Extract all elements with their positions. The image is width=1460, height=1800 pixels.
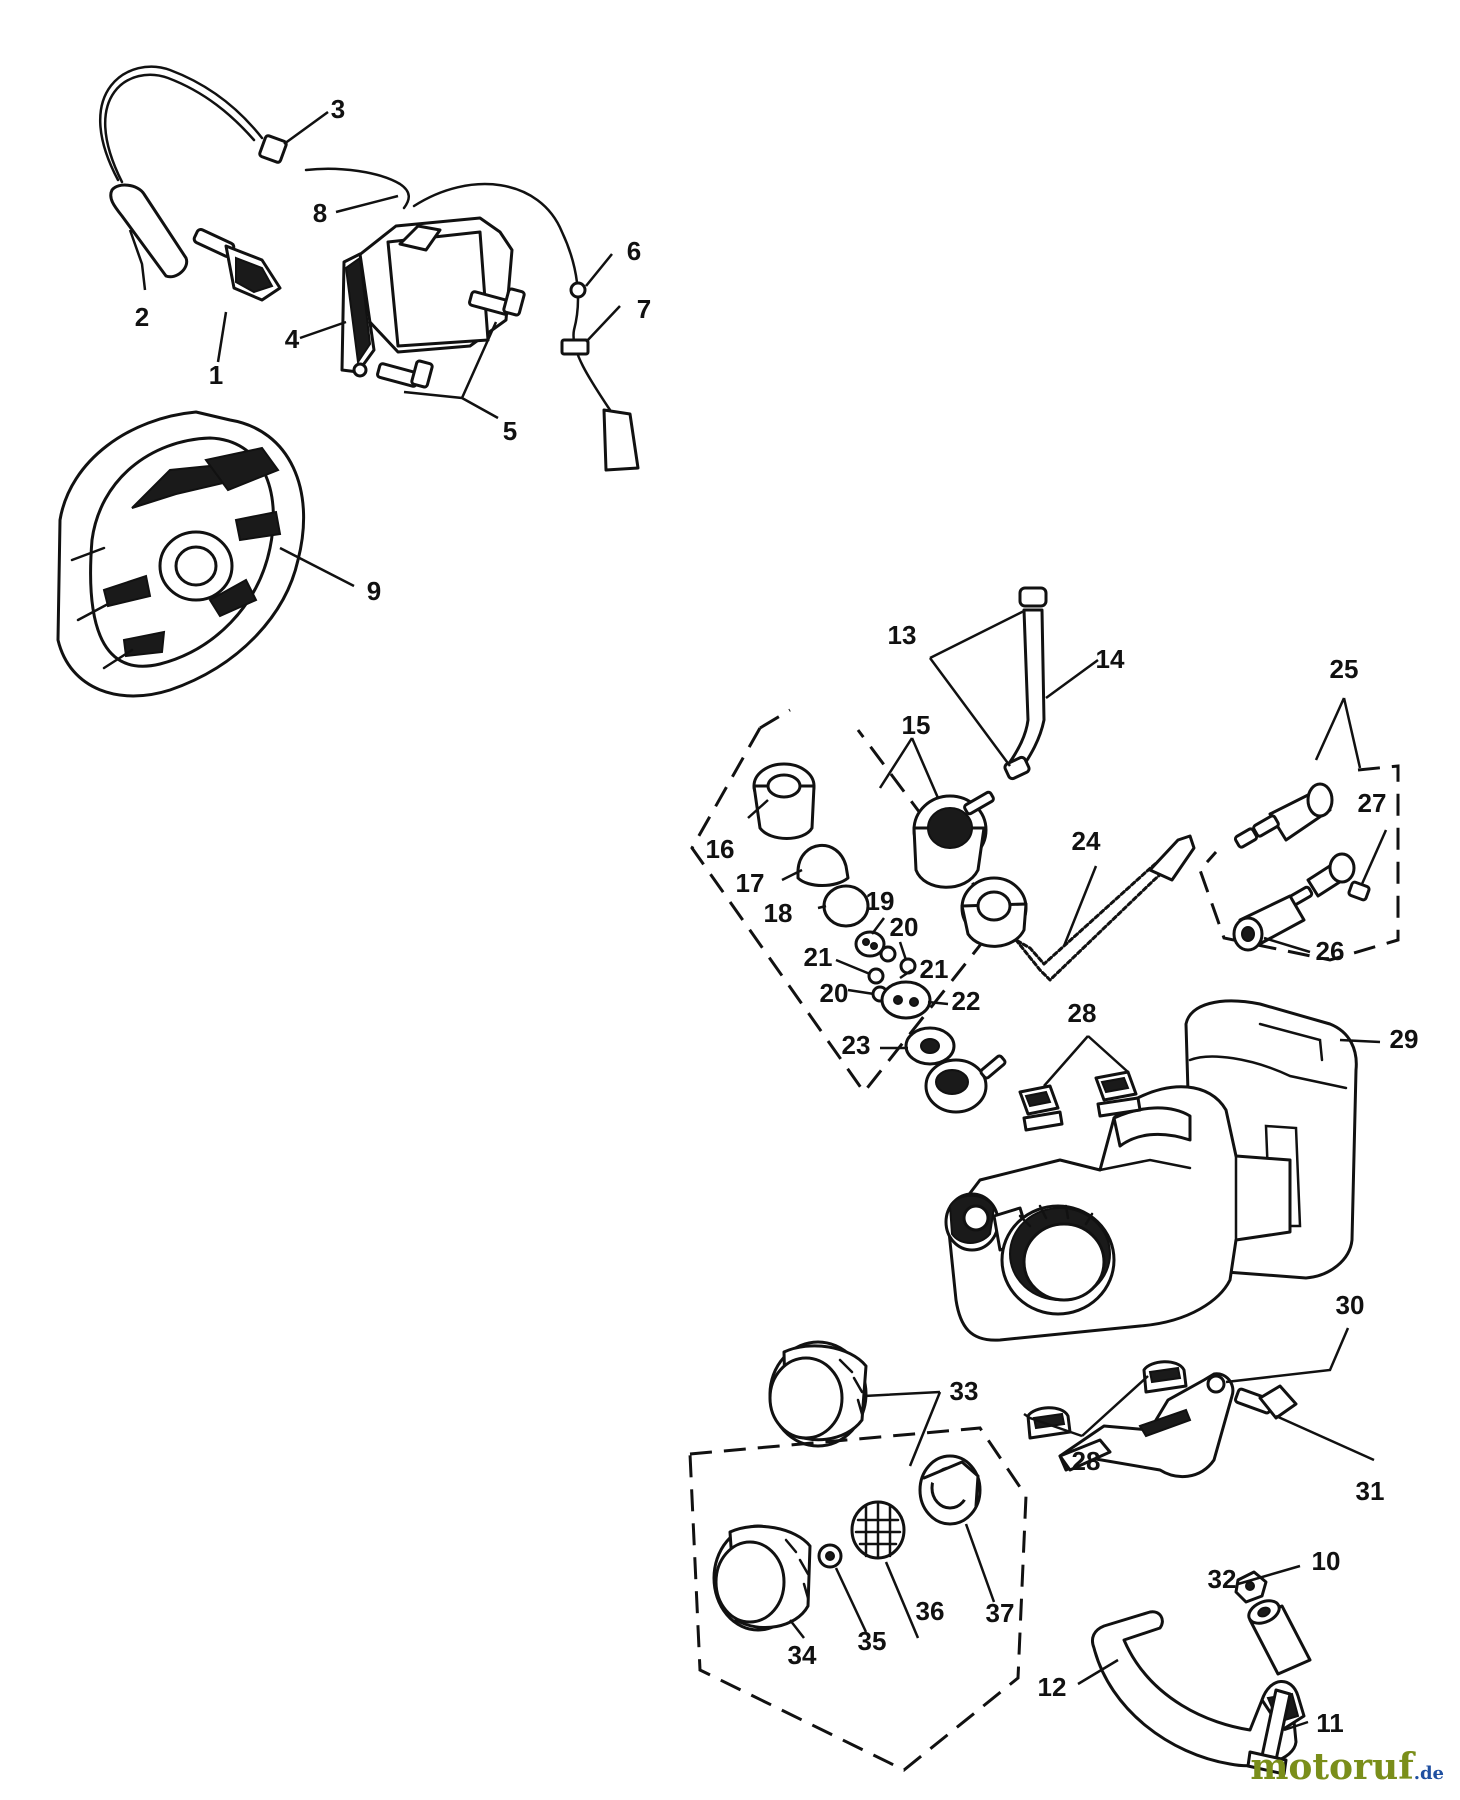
brand-watermark: motoruf.de <box>1250 1746 1444 1788</box>
part-labels: 1 2 3 4 5 6 7 8 9 10 11 12 13 14 15 16 1… <box>135 94 1419 1738</box>
part-number: 10 <box>1312 1546 1341 1576</box>
tank-bumper-lower-a <box>1142 1360 1188 1394</box>
valve-plate-lower <box>880 980 932 1020</box>
part-number: 36 <box>916 1596 945 1626</box>
part-number: 28 <box>1072 1446 1101 1476</box>
part-number: 27 <box>1358 788 1387 818</box>
part-number: 8 <box>313 198 327 228</box>
filter-clip <box>1347 880 1371 902</box>
primer-body <box>912 790 995 889</box>
part-number: 9 <box>367 576 381 606</box>
check-valve-a <box>879 945 897 963</box>
part-number: 21 <box>920 954 949 984</box>
part-number: 31 <box>1356 1476 1385 1506</box>
cap-kit-boundary <box>688 1426 1028 1772</box>
valve-plate-upper <box>854 930 886 958</box>
handle-spacer <box>1247 1599 1312 1676</box>
part-number: 2 <box>135 302 149 332</box>
filter-element <box>1232 894 1306 952</box>
hose-grommet-bottom <box>1003 755 1031 781</box>
coil-lead <box>304 167 410 210</box>
primer-bulb <box>796 844 850 887</box>
primer-cap <box>752 762 816 840</box>
coil-bolt-upper <box>468 287 526 317</box>
part-number: 12 <box>1038 1672 1067 1702</box>
bracket-screw <box>1234 1384 1298 1420</box>
part-number: 13 <box>888 620 917 650</box>
part-number: 32 <box>1208 1564 1237 1594</box>
ignition-coil <box>340 216 514 378</box>
cap-retainer <box>918 1454 982 1526</box>
check-valve-b <box>899 957 917 975</box>
tank-bumper-upper-b <box>1094 1070 1142 1118</box>
pump-housing <box>960 876 1028 948</box>
spark-plug-boot <box>109 183 189 279</box>
part-number: 16 <box>706 834 735 864</box>
handle-bolt <box>1246 1688 1292 1776</box>
check-valve-c <box>867 967 885 985</box>
part-number: 11 <box>1316 1708 1344 1738</box>
pump-base <box>924 1054 1007 1114</box>
wire-grommet <box>569 281 587 299</box>
fuel-hose <box>1008 608 1046 770</box>
part-number: 20 <box>820 978 849 1008</box>
tank-bumper-lower-b <box>1026 1406 1072 1440</box>
spark-plug <box>192 228 282 302</box>
part-number: 33 <box>950 1376 979 1406</box>
part-number: 29 <box>1390 1024 1419 1054</box>
part-number: 24 <box>1072 826 1101 856</box>
cap-vent <box>850 1500 906 1560</box>
part-number: 14 <box>1096 644 1125 674</box>
part-number: 6 <box>627 236 641 266</box>
fuel-cap-assembly <box>688 1340 1028 1772</box>
part-number: 19 <box>866 886 895 916</box>
part-number: 4 <box>285 324 300 354</box>
wire-connector <box>560 338 590 356</box>
part-number: 35 <box>858 1626 887 1656</box>
filter-pickup <box>1284 852 1356 909</box>
primer-group <box>690 586 1400 1114</box>
part-number: 15 <box>902 710 931 740</box>
coil-bolt-lower <box>376 359 434 389</box>
hose-grommet-top <box>1018 586 1048 608</box>
part-number: 20 <box>890 912 919 942</box>
wire-clip <box>258 134 288 164</box>
diaphragm <box>822 884 870 928</box>
ground-tag <box>602 408 640 472</box>
tank-fuel-cap <box>1000 1204 1116 1316</box>
fuel-tank <box>944 999 1358 1342</box>
ground-wire <box>412 182 612 412</box>
part-number: 3 <box>331 94 345 124</box>
part-number: 37 <box>986 1598 1015 1628</box>
filter-kit-boundary <box>1198 764 1400 962</box>
tank-bumper-upper-a <box>1018 1084 1064 1132</box>
fuel-cap-33 <box>768 1340 868 1448</box>
part-number: 25 <box>1330 654 1359 684</box>
part-number: 7 <box>637 294 651 324</box>
leader-lines <box>128 110 1388 1732</box>
part-number: 23 <box>842 1030 871 1060</box>
handle-nut <box>1234 1570 1268 1604</box>
brand-name: motoruf <box>1250 1746 1414 1788</box>
part-number: 30 <box>1336 1290 1365 1320</box>
part-number: 5 <box>503 416 517 446</box>
part-number: 17 <box>736 868 765 898</box>
part-number: 22 <box>952 986 981 1016</box>
ht-wire <box>98 65 264 182</box>
part-number: 34 <box>788 1640 817 1670</box>
part-number: 21 <box>804 942 833 972</box>
brand-suffix: .de <box>1413 1763 1444 1784</box>
part-number: 18 <box>764 898 793 928</box>
fuel-filter-inlet <box>1148 834 1196 882</box>
ignition-group <box>98 65 640 472</box>
flywheel <box>56 410 306 698</box>
part-number: 28 <box>1068 998 1097 1028</box>
fuel-filter <box>1233 782 1334 849</box>
part-number: 26 <box>1316 936 1345 966</box>
tank-bracket <box>1058 1372 1235 1479</box>
part-number: 1 <box>209 360 223 390</box>
fuel-cap-34 <box>712 1524 812 1632</box>
